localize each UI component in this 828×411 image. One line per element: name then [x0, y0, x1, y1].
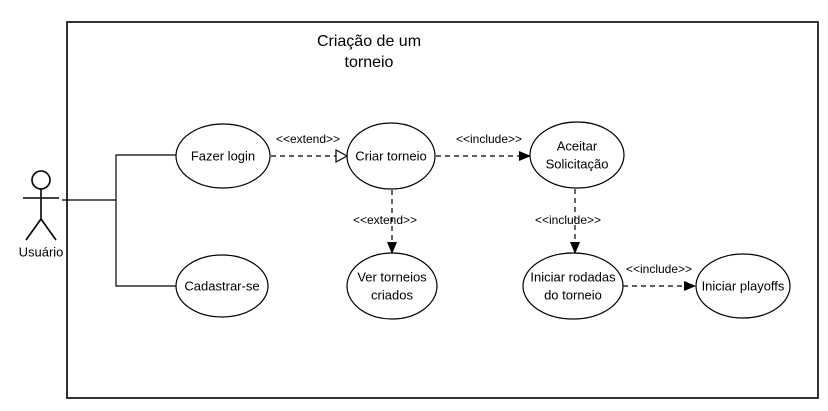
use-case-aceitar-solicitacao-label-line1: Aceitar: [557, 138, 598, 153]
relationship-include-criar-aceitar[interactable]: <<include>>: [436, 132, 531, 161]
relationship-extend-criar-ver[interactable]: <<extend>>: [353, 190, 417, 254]
relationship-include-aceitar-rodadas[interactable]: <<include>>: [535, 189, 601, 254]
assoc-usuario-login: [115, 154, 177, 200]
use-case-ver-torneios-criados-label-line2: criados: [371, 287, 413, 302]
use-case-ellipse: [175, 123, 271, 189]
use-case-iniciar-rodadas-label-line2: do torneio: [544, 287, 602, 302]
actor-usuario[interactable]: Usuário: [19, 170, 64, 259]
stereotype-extend-label: <<extend>>: [353, 213, 417, 227]
actor-leg-right-icon: [40, 218, 57, 241]
stereotype-include-label: <<include>>: [456, 132, 522, 146]
use-case-cadastrar-se[interactable]: Cadastrar-se: [175, 254, 269, 318]
use-case-cadastrar-se-label: Cadastrar-se: [184, 278, 259, 293]
filled-arrowhead-icon: [570, 242, 580, 254]
relationship-extend-login-criar[interactable]: <<extend>>: [271, 132, 349, 164]
filled-arrowhead-icon: [684, 281, 696, 291]
actor-leg-left-icon: [25, 218, 42, 241]
use-case-ver-torneios-criados-label-line1: Ver torneios: [357, 269, 427, 284]
stereotype-extend-label: <<extend>>: [276, 132, 340, 146]
use-case-iniciar-rodadas[interactable]: Iniciar rodadas do torneio: [522, 252, 624, 320]
use-case-iniciar-rodadas-label-line1: Iniciar rodadas: [530, 269, 616, 284]
use-case-fazer-login[interactable]: Fazer login: [175, 123, 271, 189]
actor-usuario-label: Usuário: [19, 244, 64, 259]
actor-head-icon: [31, 170, 51, 190]
relationship-include-rodadas-playoffs[interactable]: <<include>>: [623, 262, 696, 291]
system-boundary-rect: [66, 21, 819, 399]
use-case-iniciar-playoffs-label: Iniciar playoffs: [702, 278, 785, 293]
use-case-aceitar-solicitacao[interactable]: Aceitar Solicitação: [529, 121, 625, 189]
filled-arrowhead-icon: [387, 242, 397, 254]
use-case-ellipse: [175, 254, 269, 318]
use-case-aceitar-solicitacao-label-line2: Solicitação: [546, 156, 609, 171]
use-case-ellipse: [529, 121, 625, 189]
use-case-criar-torneio-label: Criar torneio: [355, 148, 427, 163]
use-case-criar-torneio[interactable]: Criar torneio: [346, 122, 436, 190]
stereotype-include-label: <<include>>: [535, 213, 601, 227]
stereotype-include-label: <<include>>: [626, 262, 692, 276]
diagram-title-line2: torneio: [345, 54, 394, 71]
use-case-ver-torneios-criados[interactable]: Ver torneios criados: [346, 252, 438, 320]
assoc-usuario-cadastrar: [115, 200, 176, 287]
filled-arrowhead-icon: [519, 151, 531, 161]
diagram-title-line1: Criação de um: [317, 33, 421, 50]
use-case-ellipse: [522, 252, 624, 320]
use-case-fazer-login-label: Fazer login: [191, 148, 255, 163]
use-case-ellipse: [346, 252, 438, 320]
open-triangle-arrowhead-icon: [335, 148, 349, 164]
use-case-iniciar-playoffs[interactable]: Iniciar playoffs: [695, 253, 791, 319]
